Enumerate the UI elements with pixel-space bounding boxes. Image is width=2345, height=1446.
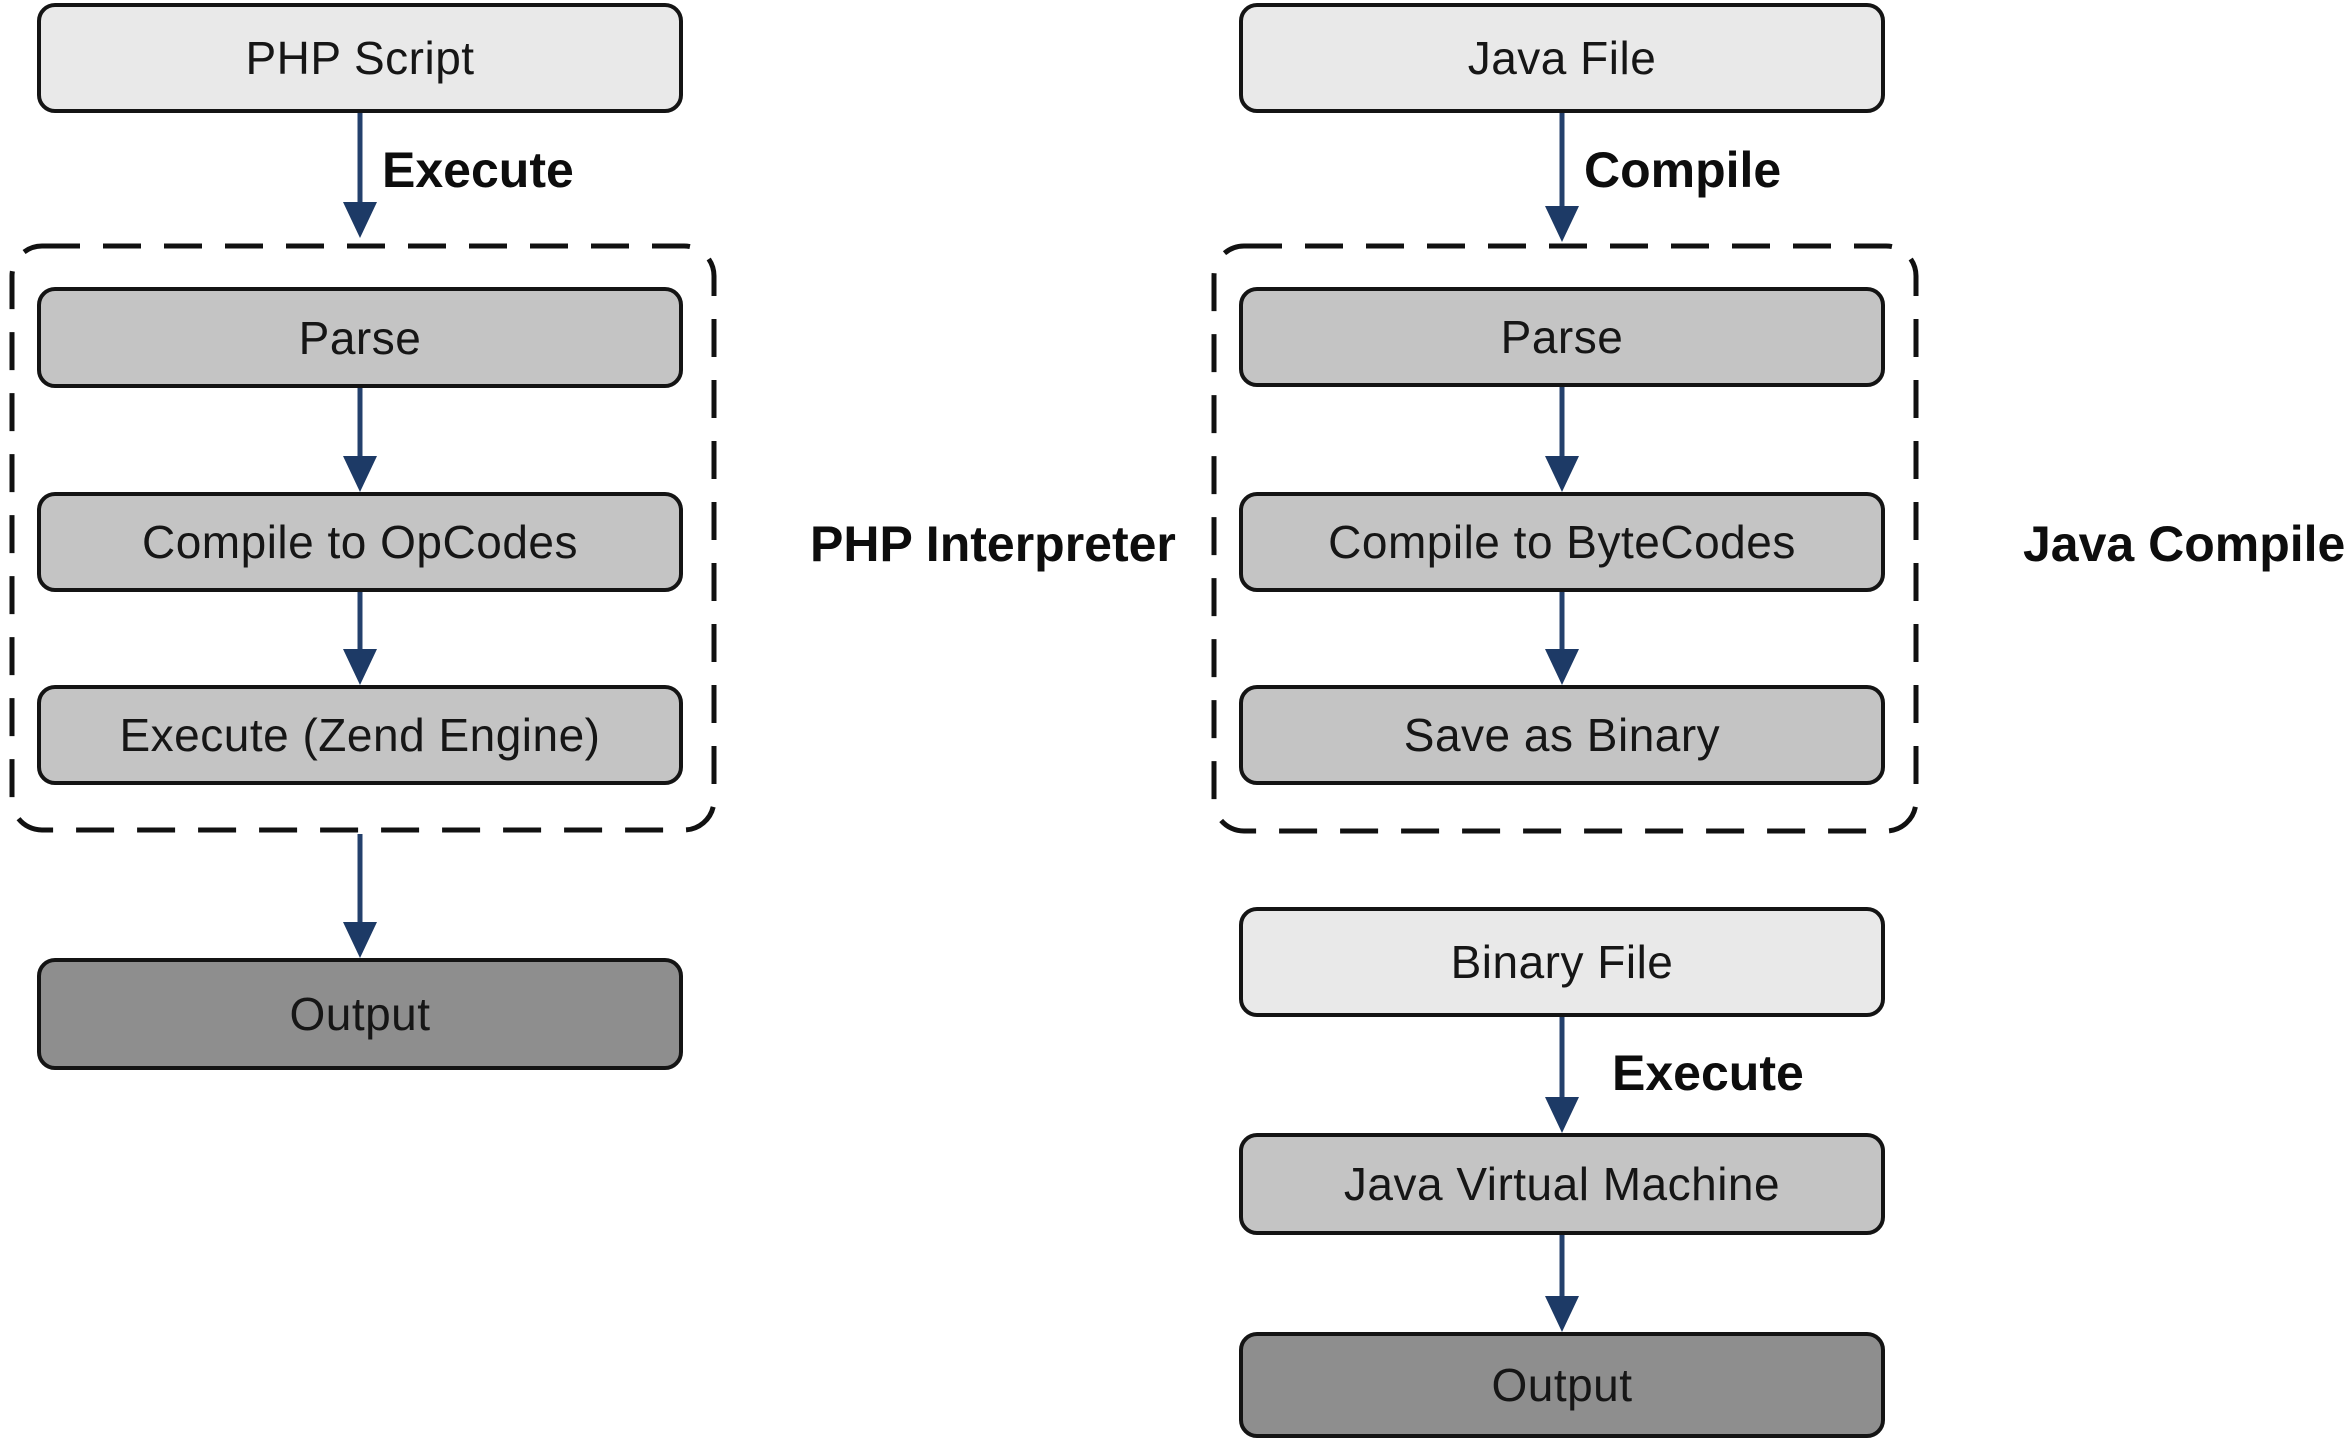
flow-arrow-php-execute [342, 113, 378, 238]
flow-arrow-java-execute [1544, 1017, 1580, 1133]
java-parse-box: Parse [1239, 287, 1885, 387]
flow-arrow-php-output [342, 834, 378, 958]
php-output-box: Output [37, 958, 683, 1070]
flow-arrow-php-step2 [342, 592, 378, 685]
flow-arrow-php-step1 [342, 388, 378, 492]
java-compile-edge-label: Compile [1584, 142, 1782, 198]
binary-file-box: Binary File [1239, 907, 1885, 1017]
dashed-border [9, 243, 717, 833]
dashed-border [1211, 243, 1919, 834]
java-execute-edge-label: Execute [1612, 1045, 1804, 1101]
flow-arrow-jvm-output [1544, 1235, 1580, 1332]
php-execute-edge-label: Execute [382, 142, 574, 198]
java-virtual-machine-box: Java Virtual Machine [1239, 1133, 1885, 1235]
php-compile-opcodes-box: Compile to OpCodes [37, 492, 683, 592]
php-parse-box: Parse [37, 287, 683, 388]
java-compile-bytecodes-box: Compile to ByteCodes [1239, 492, 1885, 592]
flow-arrow-java-compile [1544, 113, 1580, 242]
java-compiler-container [1210, 242, 1920, 835]
php-interpreter-container [8, 242, 718, 834]
java-save-binary-box: Save as Binary [1239, 685, 1885, 785]
flow-arrow-java-step1 [1544, 387, 1580, 492]
java-compiler-label: Java Compiler [2023, 516, 2345, 572]
php-execute-zend-box: Execute (Zend Engine) [37, 685, 683, 785]
java-output-box: Output [1239, 1332, 1885, 1438]
flow-arrow-java-step2 [1544, 592, 1580, 685]
java-file-box: Java File [1239, 3, 1885, 113]
php-script-box: PHP Script [37, 3, 683, 113]
php-interpreter-label: PHP Interpreter [810, 516, 1176, 572]
